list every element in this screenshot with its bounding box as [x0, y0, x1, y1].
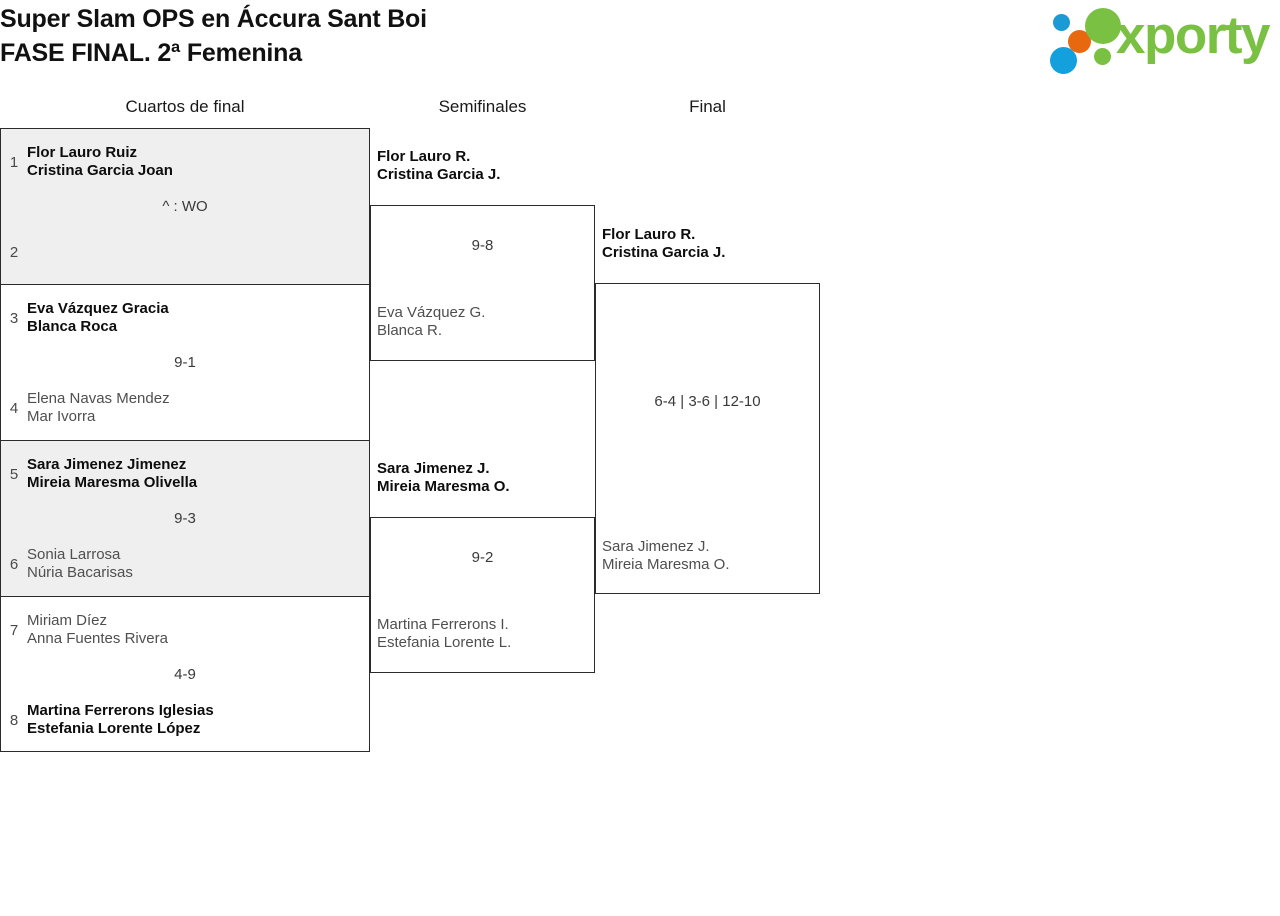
- player-name: Flor Lauro R.: [602, 226, 696, 243]
- team-names: Sara Jimenez Jimenez Mireia Maresma Oliv…: [27, 456, 197, 492]
- match-slot-top[interactable]: Flor Lauro R. Cristina Garcia J.: [377, 148, 500, 184]
- player-name: Estefania Lorente L.: [377, 634, 512, 651]
- seed-number: 1: [9, 153, 19, 171]
- player-name: Núria Bacarisas: [27, 564, 133, 581]
- player-name: Cristina Garcia J.: [602, 244, 726, 261]
- match-score: 9-8: [471, 237, 494, 254]
- match-score: 4-9: [174, 666, 196, 683]
- player-name: Sara Jimenez J.: [602, 538, 710, 555]
- team-names: Flor Lauro Ruiz Cristina Garcia Joan: [27, 144, 173, 180]
- page-header: Super Slam OPS en Áccura Sant Boi FASE F…: [0, 0, 1280, 88]
- tournament-title-line-2: FASE FINAL. 2ª Femenina: [0, 39, 302, 67]
- seed-number: 4: [9, 399, 19, 417]
- logo-dot-green-small-icon: [1094, 48, 1111, 65]
- match-slot-bottom[interactable]: 8 Martina Ferrerons Iglesias Estefania L…: [1, 695, 369, 745]
- player-name: Martina Ferrerons I.: [377, 616, 509, 633]
- match-slot-bottom[interactable]: Eva Vázquez G. Blanca R.: [377, 304, 485, 340]
- player-name: Miriam Díez: [27, 612, 108, 629]
- player-name: Eva Vázquez Gracia: [27, 300, 169, 317]
- xporty-logo[interactable]: xporty: [1050, 6, 1276, 74]
- player-name: Mireia Maresma O.: [377, 478, 510, 495]
- player-name: Mireia Maresma O.: [602, 556, 730, 573]
- match-slot-top[interactable]: 7 Miriam Díez Anna Fuentes Rivera: [1, 605, 369, 655]
- match-slot-bottom[interactable]: 4 Elena Navas Mendez Mar Ivorra: [1, 383, 369, 433]
- round-header-final: Final: [689, 97, 726, 116]
- match-slot-top[interactable]: 1 Flor Lauro Ruiz Cristina Garcia Joan: [1, 137, 369, 187]
- seed-number: 8: [9, 711, 19, 729]
- logo-dot-green-large-icon: [1085, 8, 1121, 44]
- player-name: Cristina Garcia J.: [377, 166, 501, 183]
- team-names: Martina Ferrerons Iglesias Estefania Lor…: [27, 702, 214, 738]
- logo-dot-blue-large-icon: [1050, 47, 1077, 74]
- round-header-semifinals: Semifinales: [438, 97, 527, 116]
- match-score: 9-3: [174, 510, 196, 527]
- team-names: Eva Vázquez Gracia Blanca Roca: [27, 300, 169, 336]
- logo-wordmark: xporty: [1116, 6, 1270, 65]
- match-slot-bottom[interactable]: 2: [1, 227, 369, 277]
- match-slot-top[interactable]: Flor Lauro R. Cristina Garcia J.: [602, 226, 725, 262]
- match-score: 6-4 | 3-6 | 12-10: [654, 393, 761, 410]
- match-semifinal-2[interactable]: 9-2: [370, 517, 595, 673]
- player-name: Sara Jimenez J.: [377, 460, 490, 477]
- player-name: Eva Vázquez G.: [377, 304, 486, 321]
- seed-number: 7: [9, 621, 19, 639]
- player-name: Cristina Garcia Joan: [27, 162, 173, 179]
- tournament-title: Super Slam OPS en Áccura Sant Boi FASE F…: [0, 2, 427, 70]
- round-header-quarterfinals: Cuartos de final: [125, 97, 245, 116]
- match-quarterfinal-2[interactable]: 3 Eva Vázquez Gracia Blanca Roca 9-1 4 E…: [1, 285, 369, 441]
- team-names: Miriam Díez Anna Fuentes Rivera: [27, 612, 168, 648]
- match-slot-top[interactable]: 5 Sara Jimenez Jimenez Mireia Maresma Ol…: [1, 449, 369, 499]
- match-slot-top[interactable]: 3 Eva Vázquez Gracia Blanca Roca: [1, 293, 369, 343]
- player-name: Mar Ivorra: [27, 408, 96, 425]
- seed-number: 5: [9, 465, 19, 483]
- player-name: Flor Lauro R.: [377, 148, 471, 165]
- match-score: 9-1: [174, 354, 196, 371]
- player-name: Blanca R.: [377, 322, 443, 339]
- player-name: Mireia Maresma Olivella: [27, 474, 198, 491]
- round-quarterfinals: 1 Flor Lauro Ruiz Cristina Garcia Joan ^…: [0, 128, 370, 752]
- match-quarterfinal-3[interactable]: 5 Sara Jimenez Jimenez Mireia Maresma Ol…: [1, 441, 369, 597]
- seed-number: 2: [9, 243, 19, 261]
- match-slot-top[interactable]: Sara Jimenez J. Mireia Maresma O.: [377, 460, 510, 496]
- seed-number: 3: [9, 309, 19, 327]
- match-quarterfinal-4[interactable]: 7 Miriam Díez Anna Fuentes Rivera 4-9 8 …: [1, 597, 369, 753]
- match-quarterfinal-1[interactable]: 1 Flor Lauro Ruiz Cristina Garcia Joan ^…: [1, 129, 369, 285]
- seed-number: 6: [9, 555, 19, 573]
- tournament-title-line-1: Super Slam OPS en Áccura Sant Boi: [0, 5, 427, 33]
- match-score: 9-2: [471, 549, 494, 566]
- team-names: Elena Navas Mendez Mar Ivorra: [27, 390, 170, 426]
- match-slot-bottom[interactable]: 6 Sonia Larrosa Núria Bacarisas: [1, 539, 369, 589]
- player-name: Martina Ferrerons Iglesias: [27, 702, 214, 719]
- match-slot-bottom[interactable]: Sara Jimenez J. Mireia Maresma O.: [602, 538, 730, 574]
- match-slot-bottom[interactable]: Martina Ferrerons I. Estefania Lorente L…: [377, 616, 511, 652]
- player-name: Sonia Larrosa: [27, 546, 121, 563]
- player-name: Anna Fuentes Rivera: [27, 630, 168, 647]
- team-names: Sonia Larrosa Núria Bacarisas: [27, 546, 133, 582]
- player-name: Sara Jimenez Jimenez: [27, 456, 187, 473]
- player-name: Estefania Lorente López: [27, 720, 201, 737]
- player-name: Blanca Roca: [27, 318, 118, 335]
- player-name: Flor Lauro Ruiz: [27, 144, 137, 161]
- match-semifinal-1[interactable]: 9-8: [370, 205, 595, 361]
- match-final[interactable]: 6-4 | 3-6 | 12-10: [595, 283, 820, 594]
- match-score: ^ : WO: [162, 198, 208, 215]
- logo-dot-orange-icon: [1068, 30, 1091, 53]
- logo-dot-blue-small-icon: [1053, 14, 1070, 31]
- player-name: Elena Navas Mendez: [27, 390, 170, 407]
